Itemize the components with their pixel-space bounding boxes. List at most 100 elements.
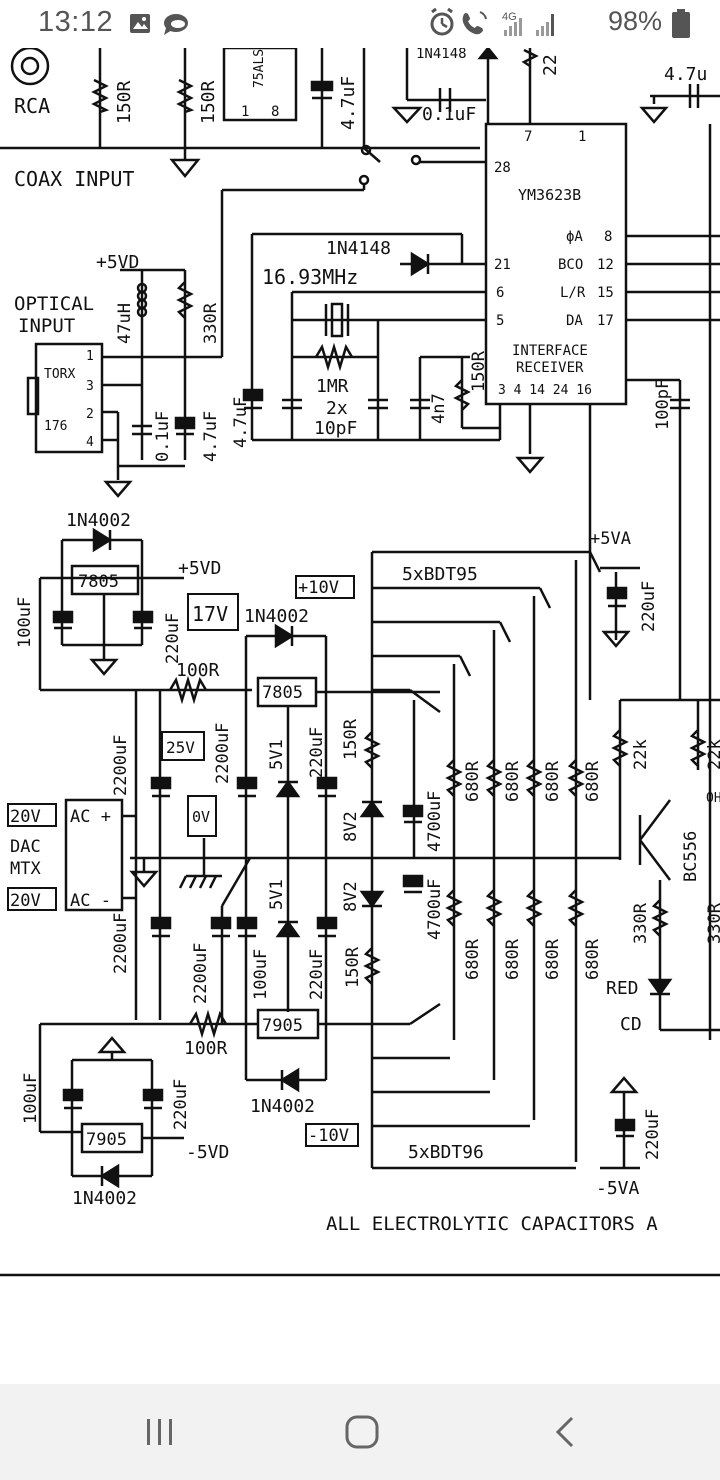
label-330r-led: 330R <box>631 902 651 944</box>
label-100r-top: 100R <box>176 660 220 681</box>
label-ym-bco: BCO <box>558 257 583 273</box>
label-crystal: 16.93MHz <box>262 265 358 289</box>
label-ym-pin5: 5 <box>496 313 504 329</box>
recent-apps-button[interactable] <box>130 1404 190 1460</box>
label-220-c: 220uF <box>307 949 327 1000</box>
label-cap-4u7-right: 4.7u <box>664 64 707 85</box>
schematic-image[interactable]: RCA COAX INPUT 150R 150R 75ALS 1 8 4.7uF… <box>0 45 720 1388</box>
label-mtx: MTX <box>10 859 41 879</box>
label-ym-pin7: 7 <box>524 129 532 145</box>
label-150r-q2: 150R <box>343 946 363 988</box>
label-ym-receiver: RECEIVER <box>516 360 584 376</box>
label-100uf-a: 100uF <box>15 597 35 648</box>
label-01uf-top: 0.1uF <box>422 104 476 125</box>
label-4700-a: 4700uF <box>425 791 445 852</box>
label-2x: 2x <box>326 398 348 419</box>
label-ym-pin6: 6 <box>496 285 504 301</box>
label-r150b: 150R <box>198 80 219 124</box>
schematic-labels: RCA COAX INPUT 150R 150R 75ALS 1 8 4.7uF… <box>10 46 720 1235</box>
label-680-7: 680R <box>543 938 563 980</box>
label-rca: RCA <box>14 94 50 118</box>
label-8v2-a: 8V2 <box>341 811 361 842</box>
label-bc556: BC556 <box>681 831 701 882</box>
label-optical-2: INPUT <box>18 315 75 337</box>
label-220-va: 220uF <box>639 581 659 632</box>
label-10pf: 10pF <box>314 418 357 439</box>
label-ac-plus: AC + <box>70 807 111 827</box>
label-150r-recv: 150R <box>469 350 489 392</box>
label-2200-c: 2200uF <box>111 913 131 974</box>
status-left-icons <box>130 14 188 35</box>
status-bar: 13:12 4G <box>0 0 720 48</box>
signal-4g-icon <box>504 18 522 36</box>
label-22k-b: 22k <box>705 739 720 770</box>
label-1n4002-d: 1N4002 <box>72 1188 137 1209</box>
label-torx-p1: 1 <box>86 349 94 364</box>
label-4700-b: 4700uF <box>425 879 445 940</box>
label-22k: 22k <box>631 739 651 770</box>
label-ym-phia: ϕA <box>566 229 583 245</box>
wifi-call-icon <box>462 11 487 35</box>
label-ym-da: DA <box>566 313 583 329</box>
label-330r: 330R <box>201 302 221 344</box>
label-minus5va: -5VA <box>596 1178 640 1199</box>
label-r22: 22 <box>540 54 561 76</box>
status-time: 13:12 <box>38 6 114 38</box>
home-icon <box>345 1415 379 1449</box>
label-0v: 0V <box>192 808 210 826</box>
back-button[interactable] <box>534 1404 594 1460</box>
label-330r-b: 330R <box>705 902 720 944</box>
back-icon <box>555 1416 574 1448</box>
label-1n4002-c: 1N4002 <box>250 1096 315 1117</box>
battery-icon <box>672 9 690 38</box>
label-8v2-b: 8V2 <box>341 881 361 912</box>
label-1n4002-top: 1N4002 <box>66 510 131 531</box>
label-75als: 75ALS <box>252 49 267 88</box>
label-01uf-opt: 0.1uF <box>153 411 173 462</box>
label-plus5va: +5VA <box>590 529 631 549</box>
label-100uf-b: 100uF <box>251 949 271 1000</box>
label-ym-pin28: 28 <box>494 160 511 176</box>
label-2200-b: 2200uF <box>213 723 233 784</box>
label-torx-p4: 4 <box>86 435 94 450</box>
label-plus5vd-top: +5VD <box>96 252 139 273</box>
label-torx-p2: 2 <box>86 407 94 422</box>
label-minus10v: -10V <box>308 1126 349 1146</box>
home-button[interactable] <box>332 1404 392 1460</box>
label-torx-num: 176 <box>44 419 67 434</box>
label-7905-b: 7905 <box>86 1130 127 1150</box>
image-icon <box>130 14 150 33</box>
label-ym-pin17: 17 <box>597 313 614 329</box>
label-plus10v: +10V <box>298 578 339 598</box>
label-7805-a: 7805 <box>78 572 119 592</box>
label-680-2: 680R <box>503 760 523 802</box>
label-ym-interface: INTERFACE <box>512 343 588 359</box>
chat-bubble-icon <box>164 14 188 35</box>
label-680-4: 680R <box>583 760 603 802</box>
signal-bars-icon <box>536 14 554 36</box>
label-ac20-b: 20V <box>10 891 41 911</box>
label-ym-lr: L/R <box>560 285 586 301</box>
label-1n4148-mid: 1N4148 <box>326 238 391 259</box>
label-4u7-left: 4.7uF <box>231 397 251 448</box>
label-pin8: 8 <box>271 104 279 120</box>
label-17v: 17V <box>192 602 228 626</box>
label-680-6: 680R <box>503 938 523 980</box>
label-25v: 25V <box>166 738 195 757</box>
label-220uf-a: 220uF <box>163 613 183 664</box>
label-150r-q: 150R <box>341 718 361 760</box>
label-680-8: 680R <box>583 938 603 980</box>
label-2200-a: 2200uF <box>111 735 131 796</box>
battery-percent: 98% <box>607 6 662 36</box>
label-680-5: 680R <box>463 938 483 980</box>
label-ym-chip: YM3623B <box>518 186 581 204</box>
label-1mr: 1MR <box>316 376 349 397</box>
label-ym-bottom-pins: 3 4 14 24 16 <box>498 383 592 398</box>
schematic-drawing: RCA COAX INPUT 150R 150R 75ALS 1 8 4.7uF… <box>0 45 720 1277</box>
label-dac: DAC <box>10 837 41 857</box>
label-cap-4u7-top: 4.7uF <box>338 76 359 130</box>
label-47uh: 47uH <box>115 303 135 344</box>
label-coax-input: COAX INPUT <box>14 167 134 191</box>
label-2200-d: 2200uF <box>191 943 211 1004</box>
label-red: RED <box>606 978 639 999</box>
